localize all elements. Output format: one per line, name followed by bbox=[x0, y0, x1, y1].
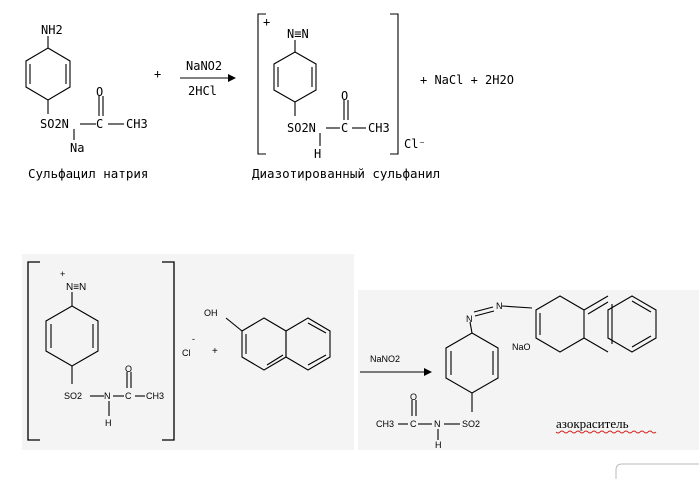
chloride-label: Cl bbox=[182, 348, 191, 358]
azo-n2-label: N bbox=[496, 301, 503, 311]
diazonium-structure-1 bbox=[257, 13, 399, 155]
product-name: Диазотированный сульфанил bbox=[252, 166, 440, 181]
diazonium2-c-label: C bbox=[125, 391, 132, 401]
nh2-label: NH2 bbox=[41, 23, 63, 37]
carbonyl-c-label: C bbox=[96, 117, 103, 131]
product2-so2-label: SO2 bbox=[462, 419, 480, 429]
sulfacyl-sodium-structure bbox=[25, 36, 124, 140]
diazonium2-h-label: H bbox=[105, 418, 112, 428]
byproducts: + NaCl + 2H2O bbox=[420, 73, 514, 87]
reaction-arrow-1 bbox=[180, 74, 236, 82]
left-panel-bg bbox=[22, 254, 354, 450]
chloride-counterion: Cl⁻ bbox=[404, 137, 426, 151]
so2n-label: SO2N bbox=[40, 117, 69, 131]
diazonium2-o-label: O bbox=[125, 364, 132, 374]
product2-n-label: N bbox=[434, 419, 441, 429]
nao-label: NaO bbox=[512, 342, 531, 352]
plus-sign-2: + bbox=[212, 346, 218, 357]
diazonium2-ch3-label: CH3 bbox=[146, 391, 164, 401]
azo-dye-name: азокраситель bbox=[556, 416, 629, 431]
diazo-group-label: N≡N bbox=[287, 27, 309, 41]
diazonium-structure-2 bbox=[27, 261, 175, 441]
product2-ch3-label: CH3 bbox=[376, 419, 394, 429]
corner-frame bbox=[615, 463, 699, 479]
na-label: Na bbox=[70, 141, 84, 155]
spellcheck-underline bbox=[555, 430, 657, 434]
diazonium2-n-label: N bbox=[104, 391, 111, 401]
product-so2n-label: SO2N bbox=[287, 121, 316, 135]
product-o-label: O bbox=[341, 89, 348, 103]
ch3-label: CH3 bbox=[126, 117, 148, 131]
azo-dye-structure bbox=[398, 295, 657, 440]
product2-o-label: O bbox=[410, 392, 417, 402]
right-panel-bg bbox=[358, 290, 699, 450]
diazonium2-so2-label: SO2 bbox=[64, 391, 82, 401]
reagent-nano2: NaNO2 bbox=[186, 59, 222, 73]
chloride-minus: - bbox=[192, 334, 195, 344]
reactant-name: Сульфацил натрия bbox=[28, 166, 148, 181]
reaction-arrow-2 bbox=[360, 368, 432, 376]
product-ch3-label: CH3 bbox=[368, 121, 390, 135]
product2-h-label: H bbox=[435, 440, 442, 450]
naphthol-oh-label: OH bbox=[204, 308, 218, 318]
reagent2-nano2: NaNO2 bbox=[370, 354, 400, 364]
plus-sign-1: + bbox=[154, 67, 161, 81]
carbonyl-o-label: O bbox=[96, 85, 103, 99]
azo-n1-label: N bbox=[466, 314, 473, 324]
diazonium2-diazo-label: N≡N bbox=[66, 282, 86, 293]
diazonium-charge: + bbox=[263, 15, 270, 29]
reagent-2hcl: 2HCl bbox=[188, 84, 217, 98]
diazonium2-charge: + bbox=[60, 269, 65, 279]
product-h-label: H bbox=[314, 147, 321, 161]
product-c-label: C bbox=[341, 121, 348, 135]
product2-c-label: C bbox=[410, 419, 417, 429]
naphthol-structure bbox=[225, 317, 331, 371]
